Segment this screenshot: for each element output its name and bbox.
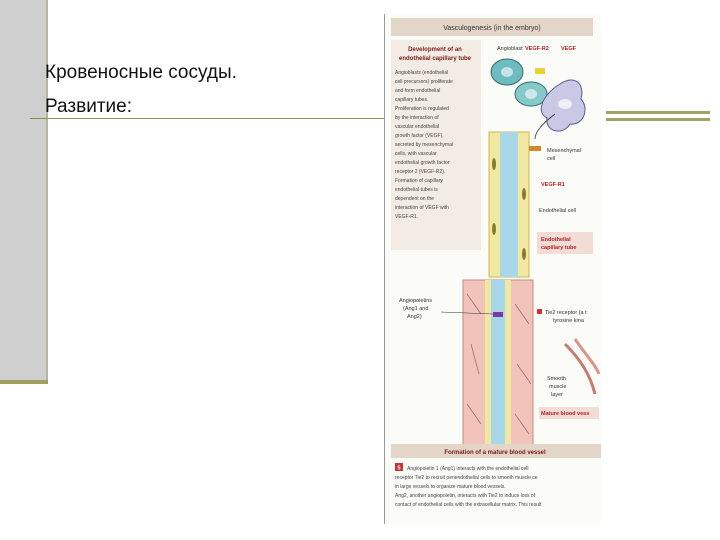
figure-header-bg	[391, 18, 593, 36]
tie2-receptor	[493, 312, 503, 317]
muscle-fibers	[466, 293, 532, 435]
step-number: 5	[397, 466, 400, 472]
description-line: endothelial growth factor	[395, 160, 450, 166]
caption-line2: receptor Tie2 to recruit periendothelial…	[395, 475, 538, 481]
description-line: VEGF-R1.	[395, 214, 418, 220]
endothelial-label: Endothelial cell	[539, 208, 576, 214]
description-line: endothelial tubes is	[395, 187, 438, 193]
left-bar-accent	[0, 380, 48, 384]
vegfr2-label: VEGF-R2	[525, 46, 549, 52]
slide-title-line2: Развитие:	[45, 96, 132, 117]
description-line: cells, with vascular	[395, 151, 437, 157]
caption-line1: Angiopoietin 1 (Ang1) interacts with the…	[407, 466, 528, 472]
description-line: secreted by mesenchymal	[395, 142, 453, 148]
left-decorative-bar	[0, 0, 48, 384]
description-line: by the interaction of	[395, 115, 439, 121]
vegfr2-receptor	[535, 68, 545, 74]
mature-lumen	[491, 280, 505, 448]
description-line: capillary tubes.	[395, 97, 428, 103]
description-line: Formation of capillary	[395, 178, 443, 184]
title-underline	[30, 118, 390, 119]
caption-line3: in large vessels to organize mature bloo…	[395, 484, 506, 490]
capillary-label-line2: capillary tube	[541, 245, 576, 251]
figure-panel: Vasculogenesis (in the embryo) Developme…	[384, 14, 601, 524]
angioblast-label: Angioblast	[497, 46, 523, 52]
box-title-line2: endothelial capillary tube	[399, 56, 472, 62]
formation-header: Formation of a mature blood vessel	[444, 450, 546, 456]
angiopoietins-label: Angiopoietins (Ang1 and Ang2)	[399, 298, 432, 320]
angiopoietins-pointer	[440, 311, 494, 315]
mesenchymal-label-2: cell	[547, 156, 555, 162]
tie2-marker	[537, 309, 542, 314]
vegf-label: VEGF	[561, 46, 577, 52]
caption-line5: contact of endothelial cells with the ex…	[395, 502, 542, 508]
angiopoietins-line1: Angiopoietins	[399, 298, 432, 304]
capillary-label-line1: Endothelial	[541, 237, 571, 243]
smooth-muscle-cell-illustration-2	[573, 338, 601, 375]
description-line: dependent on the	[395, 196, 434, 202]
description-box	[391, 40, 481, 250]
description-line: receptor 2 (VEGF-R2).	[395, 169, 445, 175]
endothelial-nucleus-4	[522, 248, 526, 260]
description-line: Angioblasts (endothelial	[395, 70, 448, 76]
formation-header-bg	[391, 444, 601, 458]
description-line: and form endothelial	[395, 88, 440, 94]
endothelial-nucleus-1	[492, 158, 496, 170]
right-accent-lines	[606, 111, 710, 125]
capillary-lumen	[500, 132, 518, 277]
angiopoietins-line3: Ang2)	[407, 314, 422, 320]
step-badge	[395, 463, 403, 471]
angioblast-nucleus-2	[525, 89, 537, 99]
box-title-line1: Development of an	[408, 47, 462, 53]
figure-header: Vasculogenesis (in the embryo)	[443, 25, 541, 32]
vegfr1-label: VEGF-R1	[541, 182, 565, 188]
slide-title-line1: Кровеносные сосуды.	[45, 62, 237, 83]
smooth-label-line2: muscle	[549, 384, 566, 390]
vegf-arrow	[534, 113, 556, 140]
description-line: cell precursors) proliferate	[395, 79, 453, 85]
mesenchymal-label: Mesenchymal	[547, 148, 581, 154]
angiopoietins-line2: (Ang1 and	[403, 306, 428, 312]
mature-label-box	[539, 407, 599, 419]
smooth-label-line1: Smooth	[547, 376, 566, 382]
figure-illustration: Vasculogenesis (in the embryo) Developme…	[391, 18, 601, 508]
endothelial-nucleus-2	[522, 188, 526, 200]
endothelial-nucleus-3	[492, 223, 496, 235]
mature-vessel-label: Mature blood vess	[541, 411, 589, 417]
smooth-muscle-cell-illustration	[563, 342, 597, 395]
description-paragraph: Angioblasts (endothelial cell precursors)…	[395, 70, 453, 220]
description-line: growth factor (VEGF),	[395, 133, 444, 139]
mesenchymal-nucleus	[558, 99, 572, 109]
vegfr1-receptor	[529, 146, 541, 151]
capillary-label-box	[537, 232, 593, 254]
caption-line4: Ang2, another angiopoietin, interacts wi…	[395, 493, 536, 499]
smooth-label-line3: layer	[551, 392, 563, 398]
description-line: Proliferation is regulated	[395, 106, 449, 112]
tie2-label-line2: tyrosine kina	[553, 318, 585, 324]
description-line: interaction of VEGF with	[395, 205, 449, 211]
description-line: vascular endothelial	[395, 124, 439, 130]
angioblast-nucleus	[501, 67, 513, 77]
tie2-label-line1: Tie2 receptor (a t	[545, 310, 587, 316]
